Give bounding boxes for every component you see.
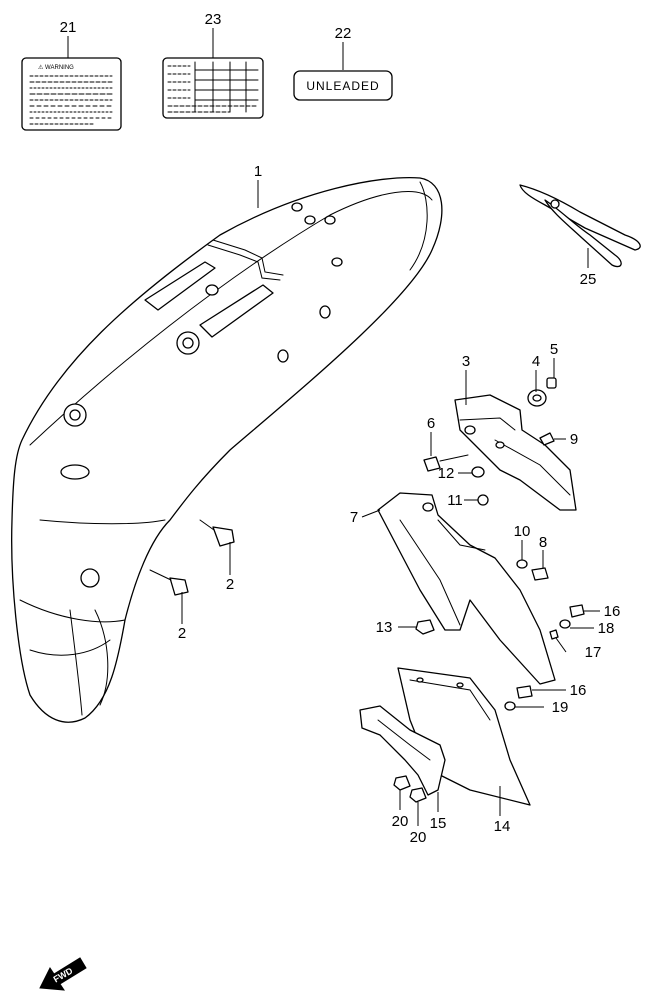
inner-fender-panel-part bbox=[377, 492, 556, 685]
fastener-washer-18 bbox=[559, 619, 571, 629]
callout-19: 19 bbox=[552, 699, 569, 716]
fastener-nut-20a bbox=[393, 775, 411, 791]
fastener-bolt-2b bbox=[149, 569, 189, 596]
fastener-washer-19 bbox=[504, 701, 516, 711]
callout-10: 10 bbox=[514, 523, 531, 540]
callout-20a: 20 bbox=[392, 813, 409, 830]
fastener-17 bbox=[549, 629, 559, 640]
callout-9: 9 bbox=[570, 431, 578, 448]
callout-8: 8 bbox=[539, 534, 547, 551]
callout-2b: 2 bbox=[178, 625, 186, 642]
rear-fender-part bbox=[11, 176, 443, 723]
unleaded-label-text: UNLEADED bbox=[306, 79, 379, 93]
fastener-washer-10 bbox=[516, 559, 528, 569]
fastener-collar-5 bbox=[546, 377, 557, 389]
callout-1: 1 bbox=[254, 163, 262, 180]
callout-4: 4 bbox=[532, 353, 540, 370]
unleaded-label-part: UNLEADED bbox=[293, 70, 393, 101]
callout-3: 3 bbox=[462, 353, 470, 370]
fastener-11 bbox=[477, 494, 489, 506]
fastener-bolt-9 bbox=[539, 432, 555, 446]
fastener-bolt-16a bbox=[569, 604, 585, 618]
callout-18: 18 bbox=[598, 620, 615, 637]
fastener-bolt-16b bbox=[516, 685, 533, 699]
fastener-nut-20b bbox=[409, 787, 427, 803]
callout-6: 6 bbox=[427, 415, 435, 432]
info-table-label-part bbox=[162, 57, 264, 119]
callout-2a: 2 bbox=[226, 576, 234, 593]
fastener-bolt-8 bbox=[531, 567, 549, 581]
callout-11: 11 bbox=[447, 492, 463, 509]
callout-16a: 16 bbox=[604, 603, 621, 620]
fastener-nut-4 bbox=[527, 389, 547, 407]
fastener-nut-13 bbox=[415, 619, 435, 635]
callout-15: 15 bbox=[430, 815, 447, 832]
callout-23: 23 bbox=[205, 11, 222, 28]
tool-pliers-part bbox=[519, 184, 641, 268]
callout-16b: 16 bbox=[570, 682, 587, 699]
callout-17: 17 bbox=[585, 644, 602, 661]
leader-lines bbox=[67, 28, 600, 826]
warning-label-text: ⚠ WARNING bbox=[38, 64, 74, 71]
warning-label-part: ⚠ WARNING bbox=[21, 57, 122, 131]
callout-7: 7 bbox=[350, 509, 358, 526]
callout-21: 21 bbox=[60, 19, 77, 36]
callout-14: 14 bbox=[494, 818, 511, 835]
callout-22: 22 bbox=[335, 25, 352, 42]
callout-12: 12 bbox=[438, 465, 455, 482]
mount-bracket-part bbox=[454, 394, 577, 511]
fastener-bolt-2a bbox=[199, 519, 235, 547]
callout-25: 25 bbox=[580, 271, 597, 288]
callouts: 21 23 22 1 25 3 4 5 6 9 12 11 7 10 8 2 2… bbox=[60, 11, 621, 846]
callout-13: 13 bbox=[376, 619, 393, 636]
callout-5: 5 bbox=[550, 341, 558, 358]
fwd-arrow-icon: FWD bbox=[39, 957, 87, 991]
callout-20b: 20 bbox=[410, 829, 427, 846]
reflector-bracket-part bbox=[359, 705, 446, 796]
fastener-nut-12 bbox=[471, 466, 485, 478]
fastener-bolt-6 bbox=[423, 454, 469, 472]
